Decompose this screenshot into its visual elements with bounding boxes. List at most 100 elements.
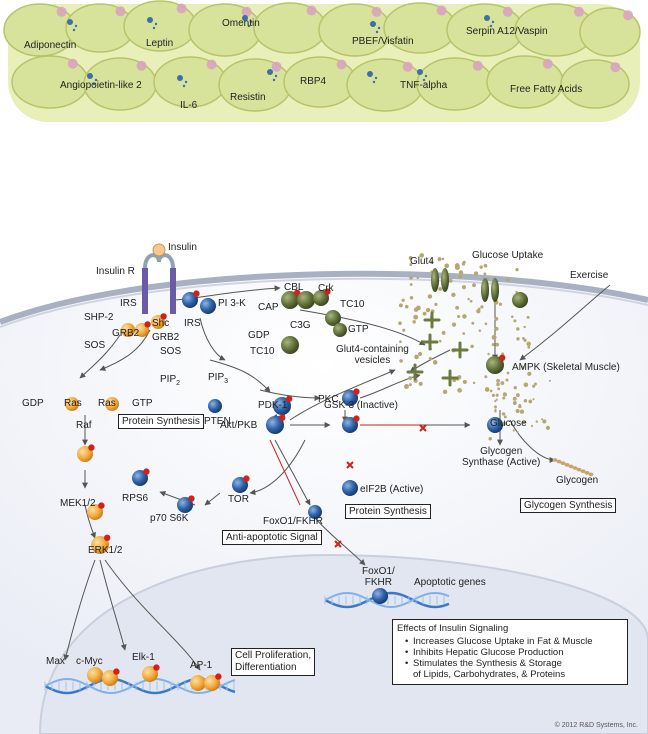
adipokine-label: Serpin A12/Vaspin [466, 26, 548, 37]
akt-node [266, 416, 284, 434]
tor-node [232, 477, 248, 493]
erk-node [91, 536, 109, 554]
insulin-receptor-label: Insulin R [96, 266, 135, 277]
cmyc-label: c-Myc [76, 656, 103, 667]
pip2-label-text: PIP [160, 374, 177, 385]
effect-item: Inhibits Hepatic Glucose Production [405, 647, 623, 658]
gtp-node [333, 323, 347, 337]
pdk1-node [273, 397, 291, 415]
max-node [87, 667, 103, 683]
cap-label: CAP [258, 302, 279, 313]
adipokine-label: Leptin [146, 38, 174, 49]
ras-gtp-node [105, 397, 119, 411]
pten-node [208, 399, 222, 413]
inhibition-marks [334, 424, 427, 548]
tc10-label-a: TC10 [340, 299, 365, 310]
adipokine-label: Omentin [222, 18, 260, 29]
irs-label-top: IRS [120, 298, 137, 309]
cmyc-node [102, 670, 118, 686]
pip2-label-subscript: 2 [176, 380, 181, 387]
phosphorylation-marker [353, 415, 360, 422]
eif2b-label: eIF2B (Active) [360, 484, 424, 495]
adipokine-label: Resistin [230, 92, 266, 103]
ampk-label: AMPK (Skeletal Muscle) [512, 362, 620, 373]
phosphorylation-marker [143, 468, 150, 475]
adipokine-label: TNF-alpha [400, 80, 448, 91]
rps6-label: RPS6 [122, 493, 149, 504]
phosphorylation-marker [279, 414, 286, 421]
pten-label: PTEN [204, 416, 231, 427]
exercise-label: Exercise [570, 270, 609, 281]
pip2-label: PIP2 [160, 374, 180, 389]
phosphorylation-marker [294, 289, 301, 296]
rps6-node [132, 470, 148, 486]
glut4-transporters [431, 268, 499, 302]
copyright: © 2012 R&D Systems, Inc. [554, 722, 638, 729]
raf-node [77, 446, 93, 462]
phosphorylation-marker [98, 502, 105, 509]
adipokine-label: RBP4 [300, 76, 327, 87]
phosphorylation-marker [188, 495, 195, 502]
phosphorylation-marker [113, 668, 120, 675]
pip3-label-subscript: 3 [224, 378, 229, 385]
ap1-node-a [190, 675, 206, 691]
pkc-node [342, 390, 358, 406]
irs-label: IRS [184, 318, 201, 329]
phosphorylation-marker [324, 288, 331, 295]
tor-label: TOR [228, 494, 249, 505]
shc-label: Shc [152, 318, 170, 329]
ap1-label: AP-1 [190, 660, 213, 671]
glycogen-synthase-label: Glycogen Synthase (Active) [462, 446, 541, 468]
cap-node [297, 291, 315, 309]
tc10-node [325, 310, 341, 326]
akt-label: Akt/PKB [220, 420, 258, 431]
sos-label-a: SOS [84, 340, 106, 351]
tc10-label-b: TC10 [250, 346, 275, 357]
glucose-label: Glucose [490, 418, 527, 429]
phosphorylation-marker [104, 534, 111, 541]
phosphorylation-marker [144, 321, 151, 328]
insulin-receptor [142, 243, 176, 314]
protein-synthesis-box-1: Protein Synthesis [118, 414, 204, 429]
phosphorylation-marker [160, 313, 167, 320]
eif2b-node [342, 480, 358, 496]
raf-label: Raf [76, 420, 92, 431]
p70s6k-label: p70 S6K [150, 513, 189, 524]
adipokine-label: Free Fatty Acids [510, 84, 583, 95]
cell-proliferation-box: Cell Proliferation, Differentiation [231, 648, 316, 676]
elk1-label: Elk-1 [132, 652, 155, 663]
mek-label: MEK1/2 [60, 498, 96, 509]
phosphorylation-marker [88, 444, 95, 451]
glut4-vesicles [406, 311, 469, 387]
pip3-label: PIP3 [208, 372, 228, 387]
shp2-node [121, 323, 135, 337]
grb2-label-a: GRB2 [112, 328, 140, 339]
gsk3-label: GSK-3 (Inactive) [324, 400, 398, 411]
pkc-label: PKC [318, 394, 339, 405]
foxo-node [308, 505, 322, 519]
apoptotic-genes-label: Apoptotic genes [414, 577, 486, 588]
adipocyte [579, 7, 641, 57]
phosphorylation-marker [193, 290, 200, 297]
mek-node [87, 504, 103, 520]
sos-label-b: SOS [160, 346, 182, 357]
ras-label-a: Ras [64, 398, 82, 409]
elk1-node [142, 666, 158, 682]
phosphorylation-marker [353, 388, 360, 395]
phosphorylation-marker [499, 354, 506, 361]
adipokine-label: Angiopoietin-like 2 [60, 80, 142, 91]
foxo-nuclear-node [372, 588, 388, 604]
gdp-tc10-node [281, 336, 299, 354]
adipocyte [560, 59, 630, 109]
crk-node [313, 290, 329, 306]
ap1-node-b [204, 675, 220, 691]
gdp-label-a: GDP [248, 330, 270, 341]
effects-of-insulin-signaling-box: Effects of Insulin Signaling Increases G… [392, 619, 628, 685]
gtp-ras-label: GTP [132, 398, 153, 409]
adipokine-label: IL-6 [180, 100, 198, 111]
pi3k-node [200, 298, 216, 314]
insulin-label: Insulin [168, 242, 197, 253]
pi3k-label: PI 3-K [218, 298, 246, 309]
gsk3-node [342, 417, 358, 433]
